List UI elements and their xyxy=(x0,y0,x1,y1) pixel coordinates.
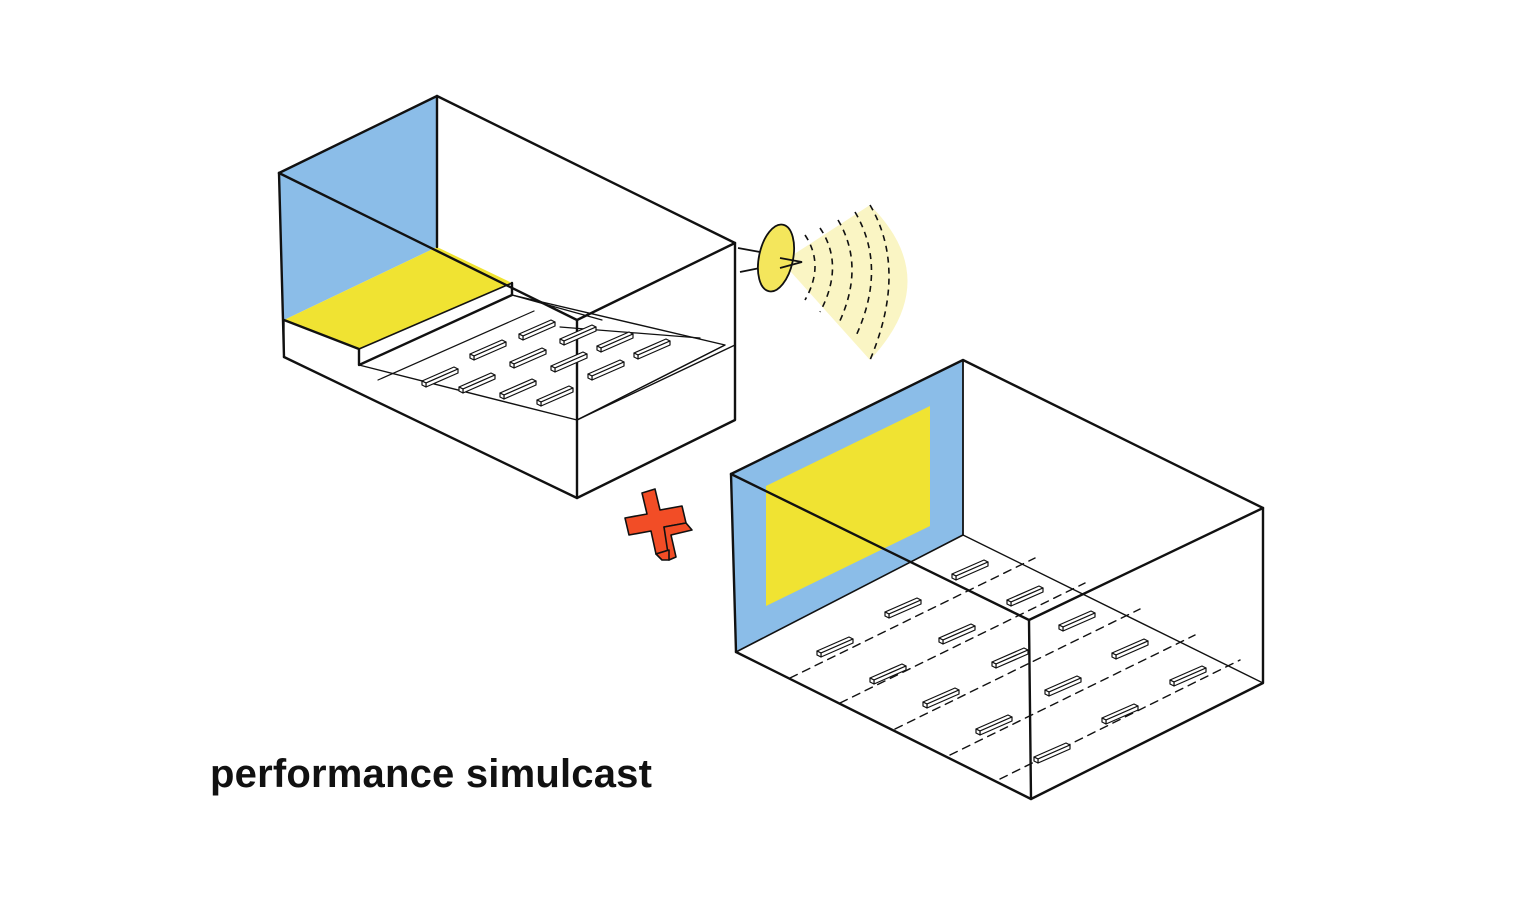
seat xyxy=(509,347,547,369)
stage-platform xyxy=(284,247,512,349)
diagram-caption: performance simulcast xyxy=(210,752,653,796)
seat xyxy=(499,378,537,400)
seat xyxy=(1101,703,1139,725)
stage-edge xyxy=(358,282,513,350)
signal-beam xyxy=(782,205,908,360)
performance-hall xyxy=(277,94,737,500)
venue-outline xyxy=(729,358,1265,801)
seat xyxy=(559,324,597,346)
seat xyxy=(550,351,588,373)
satellite-dish-icon xyxy=(737,204,908,361)
plus-sign-icon xyxy=(624,488,693,561)
seat xyxy=(587,359,625,381)
seat xyxy=(1044,675,1082,697)
seating-row-lines xyxy=(789,557,1241,780)
seat xyxy=(816,636,854,658)
seat xyxy=(991,647,1029,669)
seat xyxy=(421,366,459,388)
seat xyxy=(1033,742,1071,764)
seat xyxy=(1111,638,1149,660)
hall-outline xyxy=(277,94,737,500)
seat xyxy=(596,331,634,353)
seat xyxy=(975,714,1013,736)
seat xyxy=(536,385,574,407)
seat xyxy=(869,663,907,685)
seat xyxy=(1058,610,1096,632)
projection-screen xyxy=(766,406,930,606)
seat xyxy=(884,597,922,619)
seat xyxy=(458,372,496,394)
seat xyxy=(951,559,989,581)
seat xyxy=(922,687,960,709)
plus-depth-2 xyxy=(655,549,670,561)
hall-seats xyxy=(421,319,671,407)
dish xyxy=(737,223,803,293)
screening-venue xyxy=(729,358,1265,801)
stage-front xyxy=(282,281,514,367)
seat xyxy=(1006,585,1044,607)
hall-back-wall xyxy=(279,96,437,320)
venue-seats xyxy=(816,559,1207,764)
seat xyxy=(1169,665,1207,687)
seat xyxy=(469,339,507,361)
seat xyxy=(938,623,976,645)
plus-depth xyxy=(663,522,693,561)
seat xyxy=(518,319,556,341)
plus-face xyxy=(624,488,687,555)
signal-waves xyxy=(804,204,890,361)
seat xyxy=(633,338,671,360)
